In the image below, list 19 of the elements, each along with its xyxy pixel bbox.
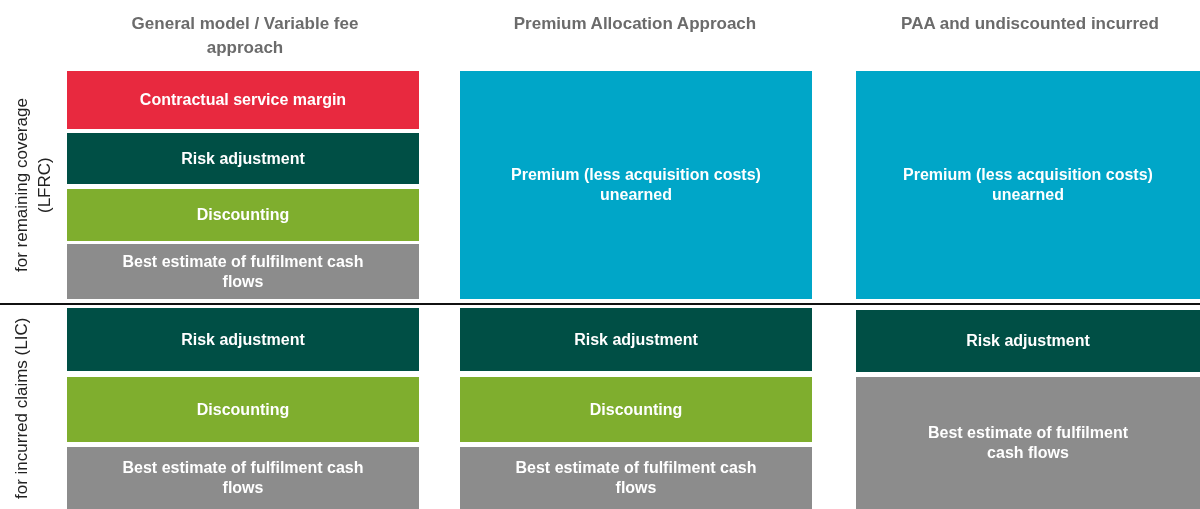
premium-block: Premium (less acquisition costs) unearned (856, 71, 1200, 299)
risk-adjustment-block: Risk adjustment (856, 310, 1200, 372)
risk-adjustment-block: Risk adjustment (460, 308, 812, 371)
premium-block: Premium (less acquisition costs) unearned (460, 71, 812, 299)
discounting-block: Discounting (67, 377, 419, 442)
margin-block: Contractual service margin (67, 71, 419, 129)
estimate-block: Best estimate of fulfilment cash flows (460, 447, 812, 509)
row-heading: for remaining coverage (LFRC) (11, 97, 55, 274)
column-heading: PAA and undiscounted incurred (900, 13, 1160, 35)
discounting-block: Discounting (460, 377, 812, 442)
estimate-block: Best estimate of fulfilment cash flows (67, 447, 419, 509)
risk-adjustment-block: Risk adjustment (67, 308, 419, 371)
column-heading: Premium Allocation Approach (512, 13, 758, 35)
discounting-block: Discounting (67, 189, 419, 241)
column-heading: General model / Variable fee approach (130, 13, 360, 59)
row-heading: for incurred claims (LIC) (11, 316, 32, 502)
estimate-block: Best estimate of fulfilment cash flows (67, 244, 419, 299)
estimate-block: Best estimate of fulfilment cash flows (856, 377, 1200, 509)
risk-adjustment-block: Risk adjustment (67, 133, 419, 184)
